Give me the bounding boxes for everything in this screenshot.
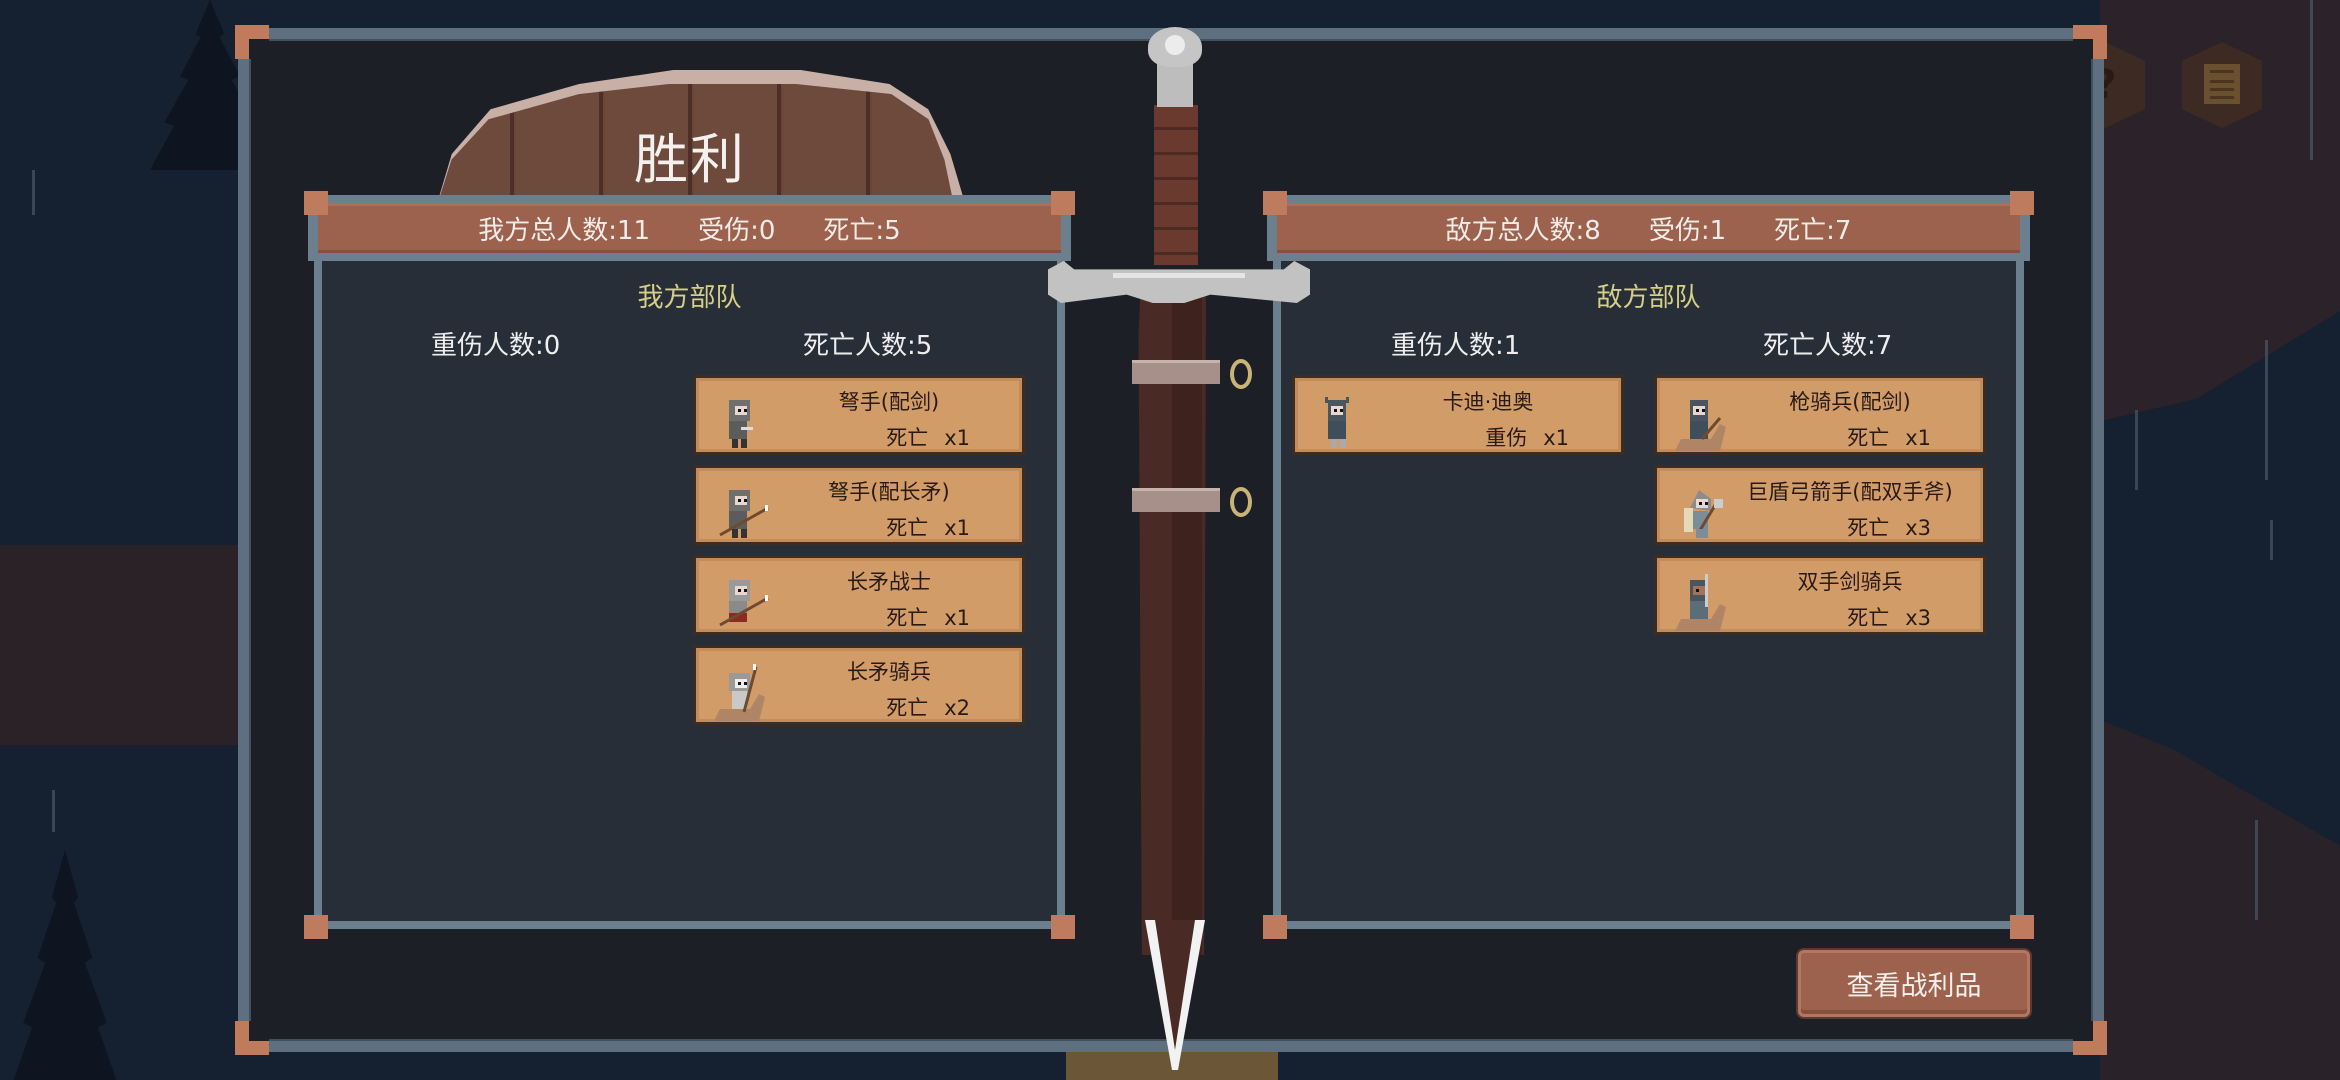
rain-streak: [32, 170, 35, 215]
greatsword-cavalry-icon: [1675, 574, 1726, 631]
unit-count: x1: [1905, 426, 1931, 450]
rain-streak: [2135, 410, 2138, 490]
frame-corner: [235, 25, 269, 59]
panel-corner: [1051, 915, 1075, 939]
spear-cavalry-icon: [714, 664, 765, 721]
panel-corner: [1051, 191, 1075, 215]
unit-name: 卡迪·迪奥: [1442, 390, 1534, 414]
ally-total: 我方总人数:11: [478, 215, 651, 246]
wooden-base: [1066, 1052, 1278, 1080]
enemy-dead-header: 死亡人数:7: [1763, 331, 1893, 361]
unit-name: 双手剑骑兵: [1797, 570, 1903, 594]
unit-status: 死亡: [1847, 516, 1890, 540]
hero-kadi-dio-icon: [1325, 397, 1349, 448]
unit-name: 长矛骑兵: [847, 660, 931, 684]
enemy-summary-bar: 敌方总人数:8 受伤:1 死亡:7: [1267, 195, 2030, 261]
ally-panel: 我方总人数:11 受伤:0 死亡:5 我方部队 重伤人数:0 死亡人数:5 弩手…: [304, 191, 1075, 939]
panel-corner: [1263, 191, 1287, 215]
unit-card[interactable]: 枪骑兵(配剑) 死亡 x1: [1654, 375, 1986, 455]
ally-summary-bar: 我方总人数:11 受伤:0 死亡:5: [308, 195, 1071, 261]
crossbowman-sword-icon: [729, 400, 753, 448]
unit-count: x1: [944, 606, 970, 630]
unit-status: 死亡: [1847, 426, 1890, 450]
result-title: 胜利: [634, 128, 746, 191]
ground-patch: [2100, 720, 2340, 1080]
unit-card[interactable]: 长矛骑兵 死亡 x2: [693, 645, 1025, 725]
lancer-sword-icon: [1675, 400, 1726, 451]
unit-name: 弩手(配剑): [838, 390, 940, 414]
enemy-section-title: 敌方部队: [1596, 283, 1701, 313]
enemy-injured: 受伤:1: [1648, 215, 1727, 246]
rain-streak: [2310, 0, 2313, 160]
pine-tree: [10, 850, 120, 1080]
unit-status: 重伤: [1485, 426, 1528, 450]
enemy-dead: 死亡:7: [1774, 215, 1852, 246]
unit-count: x3: [1905, 516, 1931, 540]
ally-section-title: 我方部队: [637, 283, 742, 313]
rain-streak: [2255, 820, 2258, 920]
unit-status: 死亡: [886, 426, 929, 450]
panel-corner: [304, 191, 328, 215]
unit-status: 死亡: [886, 516, 929, 540]
scroll-list-icon: [2204, 64, 2240, 104]
rain-streak: [2265, 340, 2268, 480]
unit-card[interactable]: 双手剑骑兵 死亡 x3: [1654, 555, 1986, 635]
unit-name: 枪骑兵(配剑): [1789, 390, 1911, 414]
unit-status: 死亡: [886, 606, 929, 630]
unit-count: x1: [944, 516, 970, 540]
unit-card[interactable]: 弩手(配长矛) 死亡 x1: [693, 465, 1025, 545]
panel-corner: [2010, 915, 2034, 939]
shield-archer-axe-icon: [1684, 490, 1723, 538]
unit-name: 长矛战士: [847, 570, 931, 594]
ally-injured: 受伤:0: [698, 215, 776, 246]
enemy-panel: 敌方总人数:8 受伤:1 死亡:7 敌方部队 重伤人数:1 死亡人数:7 卡迪·…: [1263, 191, 2034, 939]
spearman-icon: [719, 580, 769, 627]
unit-card[interactable]: 巨盾弓箭手(配双手斧) 死亡 x3: [1654, 465, 1986, 545]
unit-card[interactable]: 弩手(配剑) 死亡 x1: [693, 375, 1025, 455]
panel-corner: [2010, 191, 2034, 215]
panel-corner: [1263, 915, 1287, 939]
unit-card[interactable]: 卡迪·迪奥 重伤 x1: [1292, 375, 1624, 455]
view-loot-button[interactable]: 查看战利品: [1798, 950, 2030, 1017]
rain-streak: [52, 790, 55, 832]
enemy-injured-header: 重伤人数:1: [1391, 331, 1521, 361]
ally-injured-header: 重伤人数:0: [431, 331, 561, 361]
ally-dead-header: 死亡人数:5: [803, 331, 933, 361]
panel-corner: [304, 915, 328, 939]
frame-corner: [235, 1021, 269, 1055]
frame-corner: [2073, 25, 2107, 59]
frame-corner: [2073, 1021, 2107, 1055]
unit-count: x2: [944, 696, 970, 720]
enemy-total: 敌方总人数:8: [1445, 215, 1601, 246]
quest-log-hud-button[interactable]: [2182, 42, 2262, 128]
victory-banner: 胜利: [435, 70, 967, 210]
unit-name: 巨盾弓箭手(配双手斧): [1747, 480, 1953, 504]
unit-count: x1: [1543, 426, 1569, 450]
crossbowman-spear-icon: [719, 490, 769, 538]
unit-status: 死亡: [1847, 606, 1890, 630]
unit-card[interactable]: 长矛战士 死亡 x1: [693, 555, 1025, 635]
unit-status: 死亡: [886, 696, 929, 720]
ground-patch: [0, 545, 260, 745]
unit-count: x1: [944, 426, 970, 450]
unit-count: x3: [1905, 606, 1931, 630]
ally-dead: 死亡:5: [823, 215, 901, 246]
unit-name: 弩手(配长矛): [828, 480, 950, 504]
rain-streak: [2270, 520, 2273, 560]
